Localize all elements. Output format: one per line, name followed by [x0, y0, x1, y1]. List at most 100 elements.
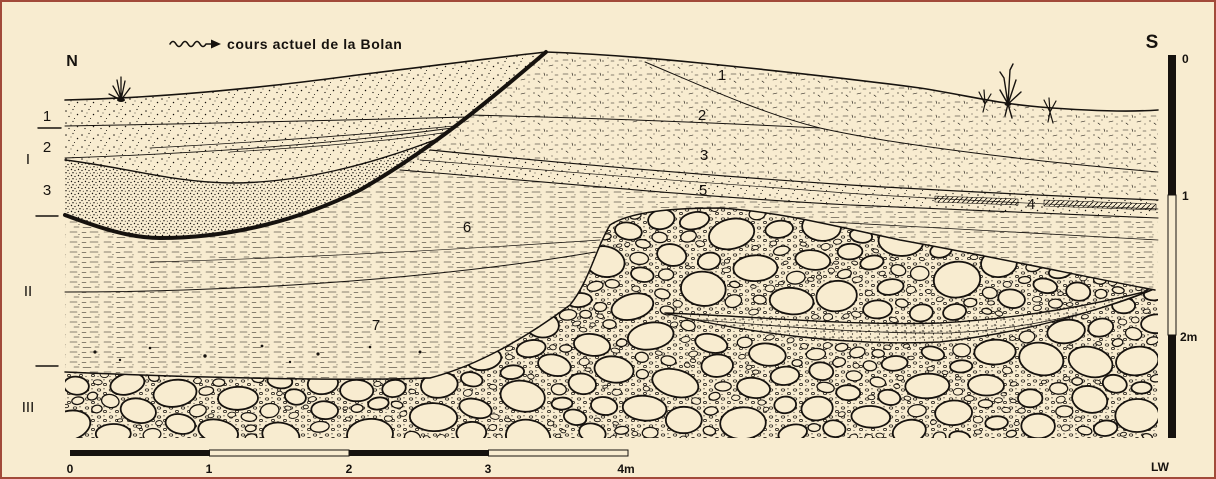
- pebble: [1018, 389, 1042, 407]
- layer-label-6: 6: [463, 219, 471, 236]
- layer-label-4: 4: [1027, 196, 1035, 213]
- pebble: [724, 259, 729, 263]
- pebble: [925, 289, 931, 294]
- pebble: [953, 388, 963, 395]
- pebble: [1115, 399, 1159, 433]
- scale-segment: [210, 450, 350, 456]
- pebble: [93, 379, 102, 385]
- south-label: S: [1146, 32, 1159, 53]
- pebble: [579, 327, 587, 332]
- pebble: [506, 354, 514, 359]
- pebble: [751, 285, 757, 289]
- pebble: [811, 314, 818, 319]
- vertical-scale-tick-1: 1: [1182, 189, 1189, 203]
- pebble: [950, 360, 973, 373]
- unit-sub-label-2: 2: [43, 139, 51, 156]
- speck: [149, 347, 152, 350]
- layer-label-2: 2: [698, 107, 706, 124]
- horizontal-scale-tick-4m: 4m: [617, 462, 634, 476]
- pebble: [642, 427, 658, 438]
- pebble: [872, 349, 885, 358]
- unit-sub-label-3: 3: [43, 182, 51, 199]
- pebble: [632, 286, 640, 292]
- pebble: [970, 255, 978, 260]
- corner-label: LW: [1151, 460, 1170, 474]
- pebble: [942, 370, 948, 375]
- pebble: [117, 418, 123, 422]
- pebble: [245, 425, 256, 432]
- pebble: [409, 389, 416, 394]
- pebble: [1131, 382, 1151, 394]
- pebble: [807, 277, 814, 281]
- pebble: [927, 366, 934, 371]
- pebble: [737, 337, 752, 348]
- pebble: [590, 322, 596, 327]
- pebble: [876, 433, 884, 439]
- pebble: [340, 380, 374, 402]
- pebble: [968, 374, 1005, 396]
- pebble: [955, 376, 961, 380]
- horizontal-scale-tick-1: 1: [206, 462, 213, 476]
- pebble: [603, 320, 617, 329]
- speck: [316, 352, 319, 355]
- pebble: [731, 395, 740, 401]
- pebble: [908, 356, 915, 360]
- pebble: [1118, 319, 1127, 325]
- pebble: [1049, 299, 1063, 308]
- pebble: [828, 268, 835, 273]
- pebble: [833, 239, 842, 245]
- pebble: [399, 411, 407, 417]
- pebble: [1021, 413, 1055, 438]
- pebble: [489, 384, 497, 390]
- pebble: [605, 279, 619, 288]
- vertical-scale-tick-2m: 2m: [1180, 330, 1197, 344]
- pebble: [351, 404, 364, 413]
- pebble: [833, 261, 838, 264]
- pebble: [1018, 276, 1031, 283]
- pebble: [738, 354, 745, 360]
- pebble: [276, 391, 283, 396]
- pebble: [868, 395, 875, 400]
- pebble: [973, 416, 983, 423]
- pebble: [547, 420, 554, 426]
- layer-label-5: 5: [699, 182, 707, 199]
- pebble: [580, 310, 592, 318]
- pebble: [837, 243, 862, 260]
- pebble: [373, 381, 381, 387]
- layer-label-3: 3: [700, 147, 708, 164]
- pebble: [1063, 376, 1070, 381]
- pebble: [560, 429, 566, 433]
- horizontal-scale-tick-3: 3: [485, 462, 492, 476]
- pebble: [863, 300, 892, 319]
- scale-segment: [1168, 55, 1176, 195]
- pebble: [284, 406, 291, 411]
- pebble: [673, 300, 682, 307]
- pebble: [964, 298, 977, 307]
- pebble: [752, 370, 759, 375]
- pebble: [836, 385, 861, 401]
- pebble: [770, 241, 777, 247]
- pebble: [560, 345, 572, 353]
- pebble: [666, 407, 702, 434]
- pebble: [746, 365, 753, 370]
- pebble: [974, 339, 1016, 365]
- pebble: [1081, 314, 1088, 319]
- pebble: [1095, 289, 1107, 298]
- speck: [289, 361, 291, 363]
- pebble: [685, 266, 690, 270]
- pebble: [551, 397, 572, 410]
- unit-sub-label-1: 1: [43, 108, 51, 125]
- pebble: [752, 245, 759, 250]
- pebble: [1050, 382, 1068, 394]
- pebble: [1041, 380, 1047, 385]
- pebble: [1003, 281, 1012, 287]
- speck: [369, 346, 372, 349]
- speck: [419, 351, 422, 354]
- pebble: [579, 358, 590, 366]
- pebble: [594, 302, 607, 312]
- pebble: [852, 276, 862, 282]
- pebble: [489, 424, 497, 430]
- pebble: [720, 406, 767, 440]
- pebble: [636, 369, 648, 379]
